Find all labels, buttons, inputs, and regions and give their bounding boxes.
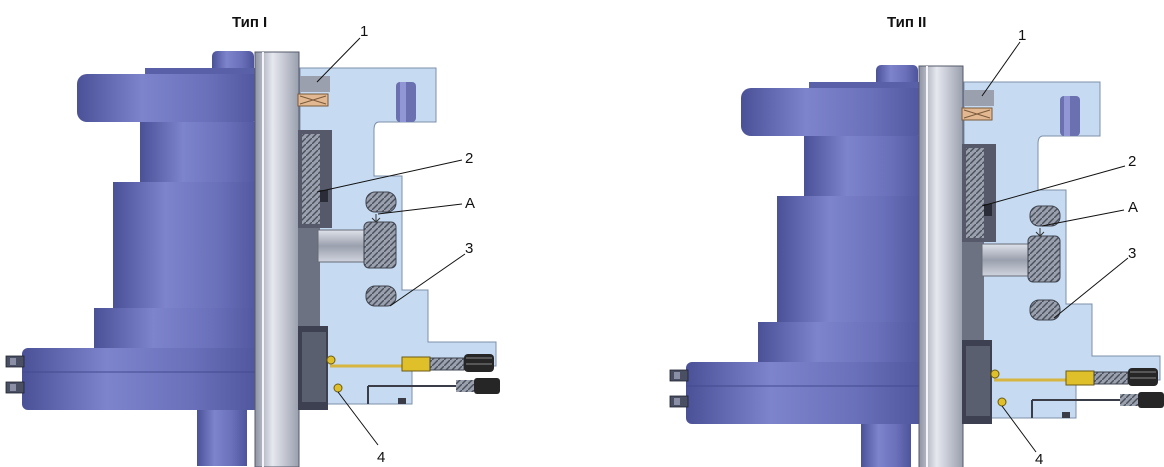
leader-line-4-ii xyxy=(1001,405,1037,453)
leader-line-2-ii xyxy=(981,165,1126,207)
callout-A: A xyxy=(465,195,475,212)
leader-line-3 xyxy=(389,253,466,307)
callout-2: 2 xyxy=(465,150,473,167)
leader-line-3-ii xyxy=(1053,257,1129,319)
leader-line-A-ii xyxy=(1041,209,1125,227)
callout-A-ii: A xyxy=(1128,199,1138,216)
type-2-section: Тип II 1 2 A 3 4 xyxy=(668,14,1164,467)
leader-line-1-ii xyxy=(981,41,1021,97)
type-1-title: Тип I xyxy=(232,14,267,31)
leader-line-1 xyxy=(316,37,361,83)
callout-1-ii: 1 xyxy=(1018,27,1026,44)
type-2-callouts xyxy=(981,41,1129,453)
type-1-callouts xyxy=(316,37,466,446)
callout-1: 1 xyxy=(360,23,368,40)
callout-2-ii: 2 xyxy=(1128,153,1136,170)
callout-3: 3 xyxy=(465,240,473,257)
type-1-section: Тип I 1 2 A 3 4 xyxy=(4,14,502,467)
type-2-title: Тип II xyxy=(887,14,926,31)
leader-line-A xyxy=(377,203,463,215)
leader-line-4 xyxy=(337,391,379,446)
callout-4-ii: 4 xyxy=(1035,451,1043,467)
callout-4: 4 xyxy=(377,449,385,466)
leader-line-2 xyxy=(316,159,463,193)
callout-3-ii: 3 xyxy=(1128,245,1136,262)
